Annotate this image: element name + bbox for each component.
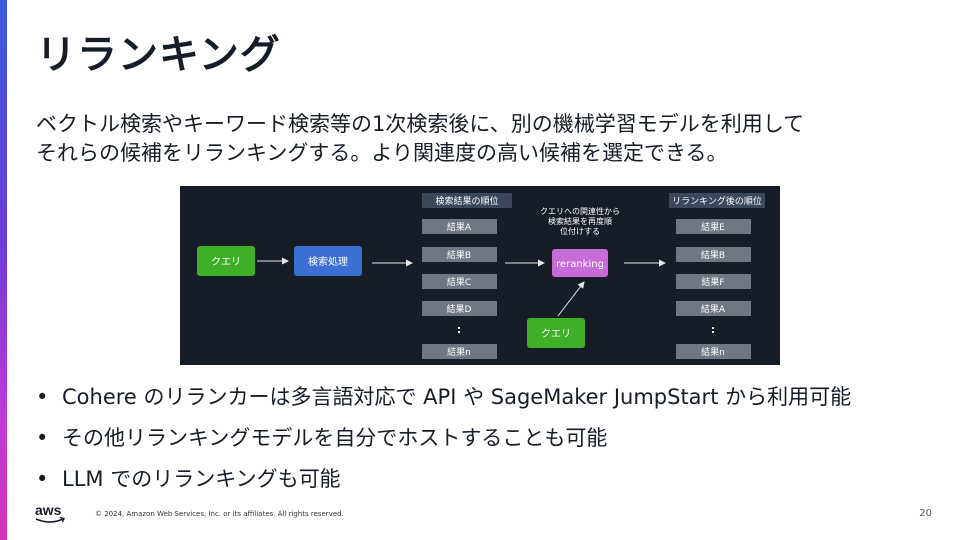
aws-logo: aws: [35, 502, 65, 523]
reranked-ellipsis: :: [711, 323, 715, 336]
reranked-item-5: [676, 344, 751, 359]
reranked-item-1-label: 結果E: [701, 221, 725, 233]
search-label: 検索処理: [308, 255, 348, 268]
bullet-item-1: Cohere のリランカーは多言語対応で API や SageMaker Jum…: [36, 382, 851, 423]
slide-title: リランキング: [36, 32, 281, 78]
aws-logo-text: aws: [35, 502, 62, 518]
reranked-item-3: [676, 274, 751, 289]
reranking-diagram: クエリ 検索処理 検索結果の順位 結果A 結果B 結果C 結果D : 結果n ク…: [180, 186, 780, 365]
result-item-1-label: 結果A: [447, 221, 472, 233]
query-label: クエリ: [211, 256, 241, 268]
reranked-item-4-label: 結果A: [701, 303, 726, 315]
search-box: [294, 246, 362, 276]
reranked-item-2-label: 結果B: [701, 249, 725, 261]
result-item-2-label: 結果B: [447, 249, 471, 261]
result-item-3-label: 結果C: [447, 276, 471, 288]
reranked-item-5-label: 結果n: [701, 346, 725, 358]
result-item-2: [422, 247, 497, 262]
query2-box: [527, 318, 585, 348]
results-ellipsis: :: [457, 323, 461, 336]
result-item-4: [422, 301, 497, 316]
reranked-header: [669, 193, 765, 208]
bullet-item-2: その他リランキングモデルを自分でホストすることも可能: [36, 423, 851, 464]
intro-line-1: ベクトル検索やキーワード検索等の1次検索後に、別の機械学習モデルを利用して: [36, 112, 805, 136]
query-box: [197, 246, 255, 276]
result-item-1: [422, 219, 497, 234]
reranked-item-1: [676, 219, 751, 234]
rerank-label: reranking: [556, 259, 604, 270]
rerank-note-line-1: クエリへの関連性から: [540, 206, 620, 216]
accent-bar: [0, 0, 7, 540]
rerank-note-line-3: 位付けする: [560, 226, 600, 236]
result-item-4-label: 結果D: [447, 303, 472, 315]
rerank-note-line-2: 検索結果を再度順: [548, 216, 612, 226]
reranked-item-2: [676, 247, 751, 262]
reranked-header-label: リランキング後の順位: [672, 195, 762, 207]
intro-line-2: それらの候補をリランキングする。より関連度の高い候補を選定できる。: [36, 141, 728, 165]
query2-label: クエリ: [541, 328, 571, 340]
reranked-item-4: [676, 301, 751, 316]
intro-text: ベクトル検索やキーワード検索等の1次検索後に、別の機械学習モデルを利用して それ…: [36, 110, 936, 168]
bullet-item-3: LLM でのリランキングも可能: [36, 464, 851, 505]
arrow-query2-to-rerank: [557, 281, 585, 317]
result-item-5-label: 結果n: [447, 346, 471, 358]
rerank-box: [552, 249, 608, 277]
result-item-5: [422, 344, 497, 359]
results-header: [422, 193, 512, 208]
results-header-label: 検索結果の順位: [435, 195, 498, 207]
reranked-item-3-label: 結果F: [701, 276, 724, 288]
page-number: 20: [919, 508, 932, 519]
copyright-text: © 2024, Amazon Web Services, Inc. or its…: [95, 510, 344, 518]
bullet-list: Cohere のリランカーは多言語対応で API や SageMaker Jum…: [36, 382, 851, 505]
result-item-3: [422, 274, 497, 289]
